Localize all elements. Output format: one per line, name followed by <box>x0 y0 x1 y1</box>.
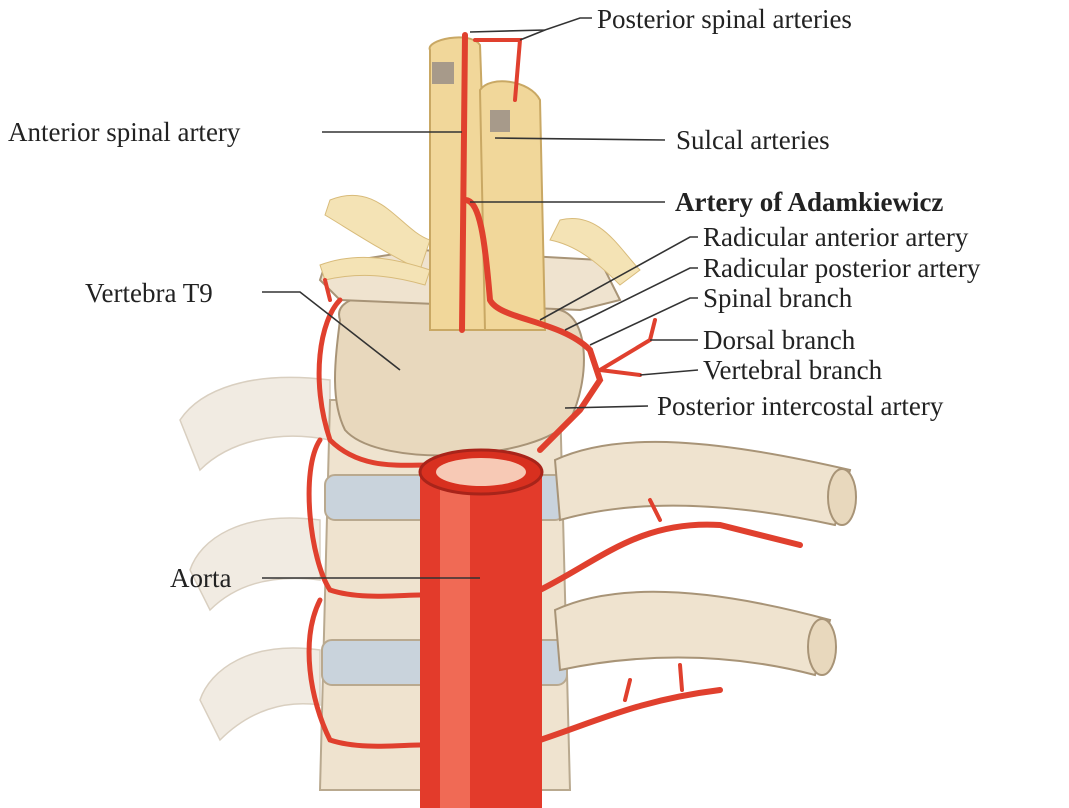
leader-lines <box>262 17 699 579</box>
label-vertebra-t9: Vertebra T9 <box>85 278 213 308</box>
aorta <box>418 448 544 808</box>
label-radicular-posterior-artery: Radicular posterior artery <box>703 253 981 283</box>
label-radicular-anterior-artery: Radicular anterior artery <box>703 222 969 252</box>
label-sulcal-arteries: Sulcal arteries <box>676 125 830 155</box>
label-anterior-spinal-artery: Anterior spinal artery <box>8 117 241 147</box>
label-aorta: Aorta <box>170 563 231 593</box>
label-dorsal-branch: Dorsal branch <box>703 325 856 355</box>
arteries <box>306 32 803 749</box>
left-ribs <box>179 376 331 742</box>
label-artery-of-adamkiewicz: Artery of Adamkiewicz <box>675 187 943 217</box>
label-posterior-intercostal-artery: Posterior intercostal artery <box>657 391 944 421</box>
label-vertebral-branch: Vertebral branch <box>703 355 883 385</box>
spinal-cord <box>319 36 641 331</box>
right-ribs <box>553 440 857 677</box>
label-spinal-branch: Spinal branch <box>703 283 853 313</box>
label-posterior-spinal-arteries: Posterior spinal arteries <box>597 4 852 34</box>
